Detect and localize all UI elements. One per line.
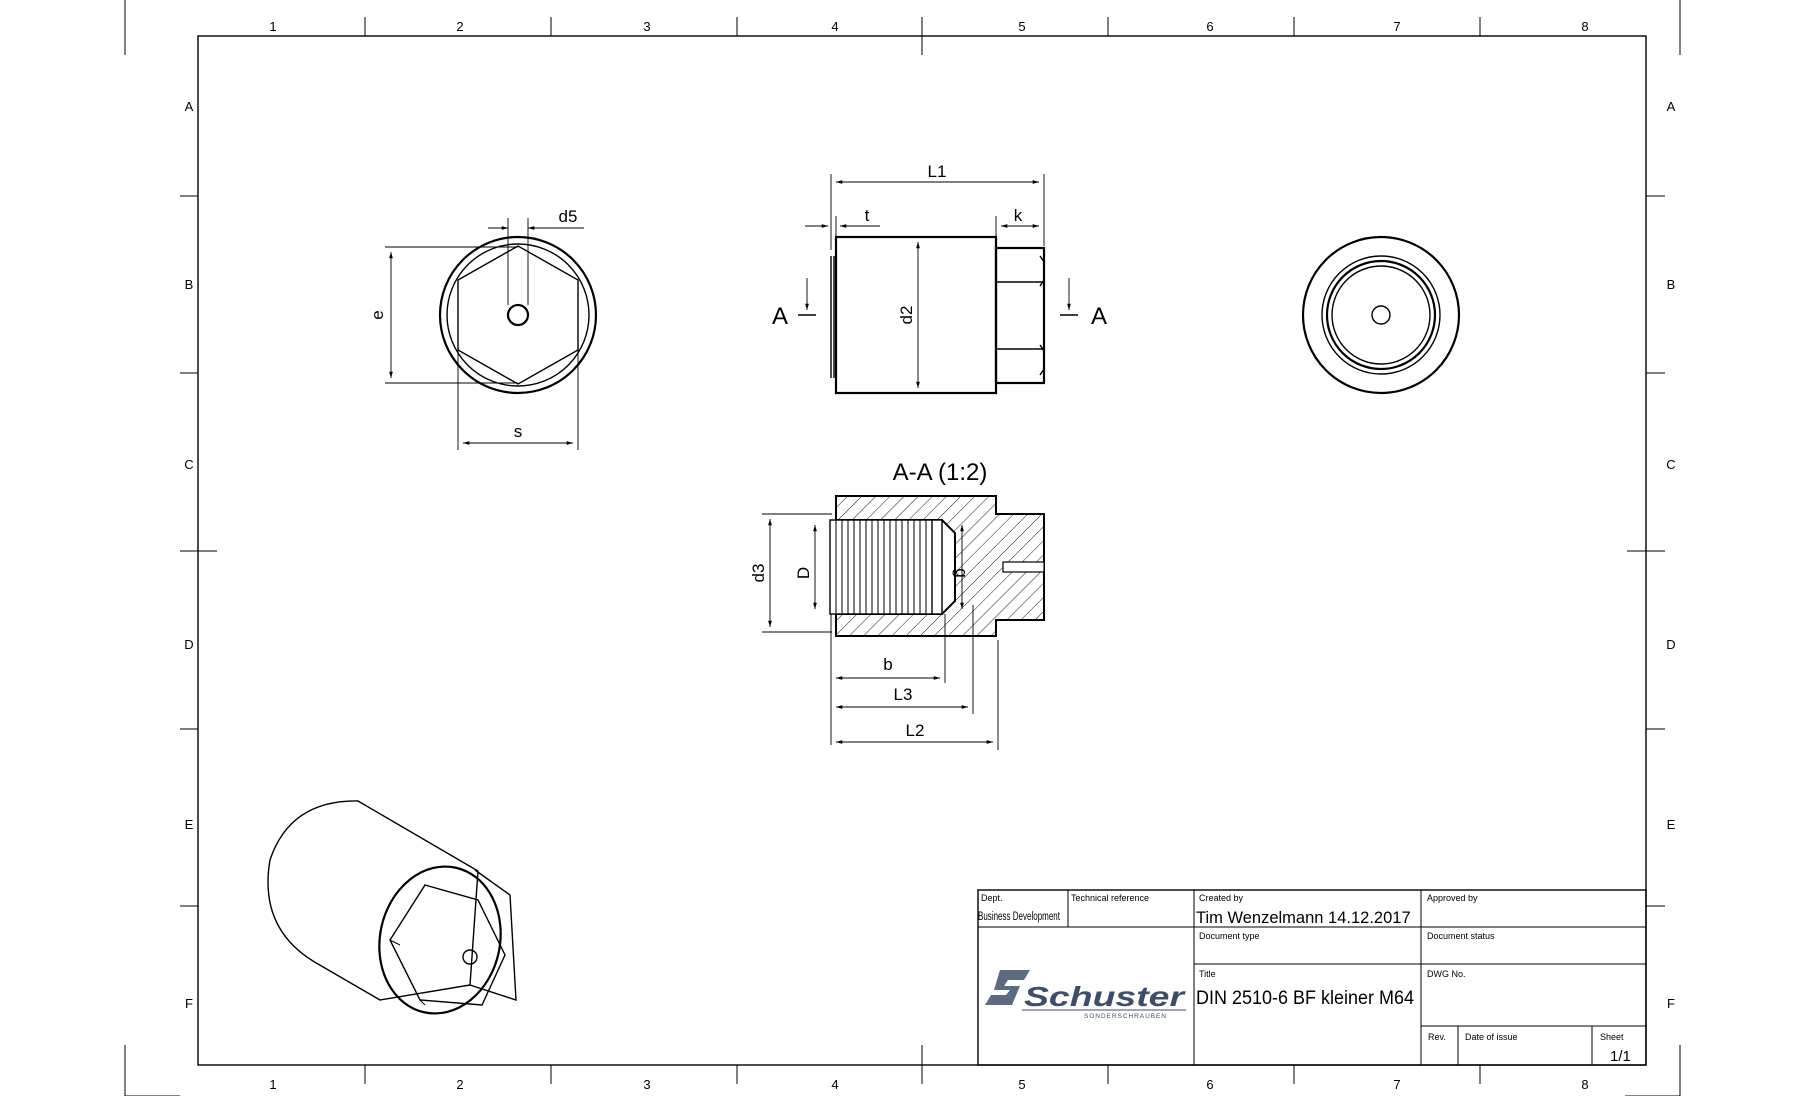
tech-ref-label: Technical reference	[1071, 893, 1149, 903]
isometric-view	[267, 800, 517, 1015]
column-labels-top: 1 2 3 4 5 6 7 8	[269, 19, 1588, 34]
title-value: DIN 2510-6 BF kleiner M64	[1196, 988, 1414, 1009]
rev-label: Rev.	[1428, 1032, 1446, 1042]
col-label: 7	[1393, 1077, 1400, 1092]
dim-L2: L2	[906, 721, 925, 740]
dept-value: Business Development	[978, 911, 1061, 923]
title-label: Title	[1199, 969, 1216, 979]
column-labels-bottom: 1 2 3 4 5 6 7 8	[269, 1077, 1588, 1092]
rear-view	[1301, 235, 1461, 395]
dim-D: D	[794, 567, 813, 579]
front-view: d5 e s	[368, 207, 598, 450]
dim-d5: d5	[559, 207, 578, 226]
dim-L1: L1	[928, 162, 947, 181]
dim-d3: d3	[749, 564, 768, 583]
col-label: 1	[269, 19, 276, 34]
created-by-value: Tim Wenzelmann 14.12.2017	[1196, 909, 1411, 927]
logo-text: Schuster	[1024, 981, 1187, 1012]
section-title: A-A (1:2)	[893, 459, 988, 486]
col-label: 6	[1206, 19, 1213, 34]
row-label: D	[1666, 637, 1675, 652]
col-label: 2	[456, 1077, 463, 1092]
col-label: 6	[1206, 1077, 1213, 1092]
row-label: F	[1667, 996, 1675, 1011]
row-label: A	[185, 99, 194, 114]
sheet-label: Sheet	[1600, 1032, 1624, 1042]
col-label: 8	[1581, 1077, 1588, 1092]
col-label: 5	[1018, 19, 1025, 34]
row-ticks	[180, 195, 1665, 907]
col-label: 7	[1393, 19, 1400, 34]
dim-t: t	[865, 206, 870, 225]
logo-subtext: SONDERSCHRAUBEN	[1084, 1013, 1166, 1020]
column-ticks	[364, 17, 1481, 1084]
col-label: 3	[643, 1077, 650, 1092]
section-view: A-A (1:2) d3	[749, 459, 1045, 750]
date-of-issue-label: Date of issue	[1465, 1032, 1518, 1042]
row-labels-left: A B C D E F	[184, 99, 193, 1011]
dim-L3: L3	[894, 685, 913, 704]
dim-s: s	[514, 422, 523, 441]
created-by-label: Created by	[1199, 893, 1244, 903]
dim-e: e	[368, 310, 387, 319]
dim-k: k	[1014, 206, 1023, 225]
dept-label: Dept.	[981, 893, 1003, 903]
row-label: F	[185, 996, 193, 1011]
side-view: L1 t k d2 A A	[772, 162, 1107, 395]
dwg-no-label: DWG No.	[1427, 969, 1466, 979]
row-label: C	[1666, 457, 1675, 472]
col-label: 3	[643, 19, 650, 34]
row-label: D	[184, 637, 193, 652]
row-label: B	[185, 277, 194, 292]
col-label: 1	[269, 1077, 276, 1092]
col-label: 2	[456, 19, 463, 34]
document-status-label: Document status	[1427, 931, 1495, 941]
col-label: 4	[831, 1077, 838, 1092]
section-mark-right: A	[1091, 303, 1107, 330]
dim-d2: d2	[897, 306, 916, 325]
section-mark-left: A	[772, 303, 788, 330]
company-logo: Schuster SONDERSCHRAUBEN	[985, 970, 1187, 1020]
col-label: 5	[1018, 1077, 1025, 1092]
row-label: B	[1667, 277, 1676, 292]
row-labels-right: A B C D E F	[1666, 99, 1675, 1011]
title-block: Dept. Business Development Technical ref…	[977, 889, 1647, 1066]
row-label: E	[1667, 817, 1676, 832]
dim-g: g	[952, 568, 971, 577]
col-label: 8	[1581, 19, 1588, 34]
sheet-value: 1/1	[1610, 1048, 1631, 1065]
row-label: C	[184, 457, 193, 472]
row-label: A	[1667, 99, 1676, 114]
document-type-label: Document type	[1199, 931, 1260, 941]
dim-b: b	[883, 655, 892, 674]
row-label: E	[185, 817, 194, 832]
col-label: 4	[831, 19, 838, 34]
approved-by-label: Approved by	[1427, 893, 1478, 903]
